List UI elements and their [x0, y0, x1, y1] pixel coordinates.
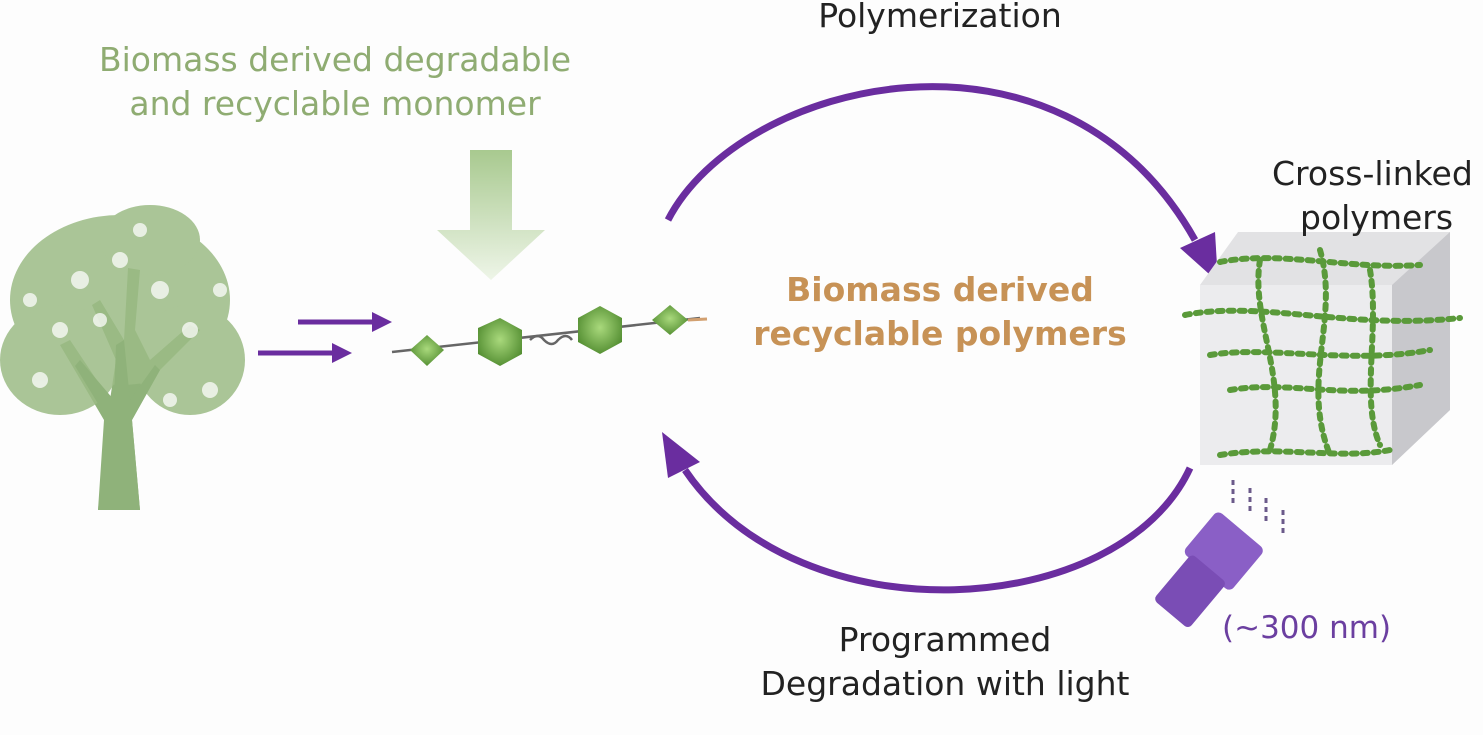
- center-label: Biomass derived recyclable polymers: [735, 268, 1145, 355]
- crosslinked-polymer-cube-icon: [1182, 232, 1463, 465]
- degradation-arrow: [682, 466, 1194, 594]
- polymerization-label: Polymerization: [818, 0, 1062, 35]
- monomer-label-line2: and recyclable monomer: [129, 83, 541, 123]
- center-label-line2: recyclable polymers: [753, 313, 1127, 353]
- down-arrow-icon: [437, 150, 545, 280]
- conversion-arrows: [258, 312, 392, 363]
- monomer-molecule-icon: [391, 305, 708, 366]
- monomer-label: Biomass derived degradable and recyclabl…: [60, 38, 610, 125]
- crosslinked-label-line1: Cross-linked: [1272, 154, 1473, 193]
- degradation-label-line1: Programmed: [838, 620, 1052, 659]
- polymerization-arrow: [664, 83, 1199, 242]
- center-label-line1: Biomass derived: [786, 270, 1094, 309]
- uv-lamp-icon: [1155, 480, 1285, 628]
- crosslinked-label-line2: polymers: [1300, 197, 1454, 237]
- degradation-label: Programmed Degradation with light: [720, 618, 1170, 705]
- wavelength-label: (~300 nm): [1222, 610, 1392, 646]
- monomer-label-line1: Biomass derived degradable: [98, 40, 572, 79]
- crosslinked-label: Cross-linked polymers: [1272, 152, 1473, 239]
- degradation-label-line2: Degradation with light: [760, 663, 1130, 703]
- tree-icon: [0, 205, 245, 510]
